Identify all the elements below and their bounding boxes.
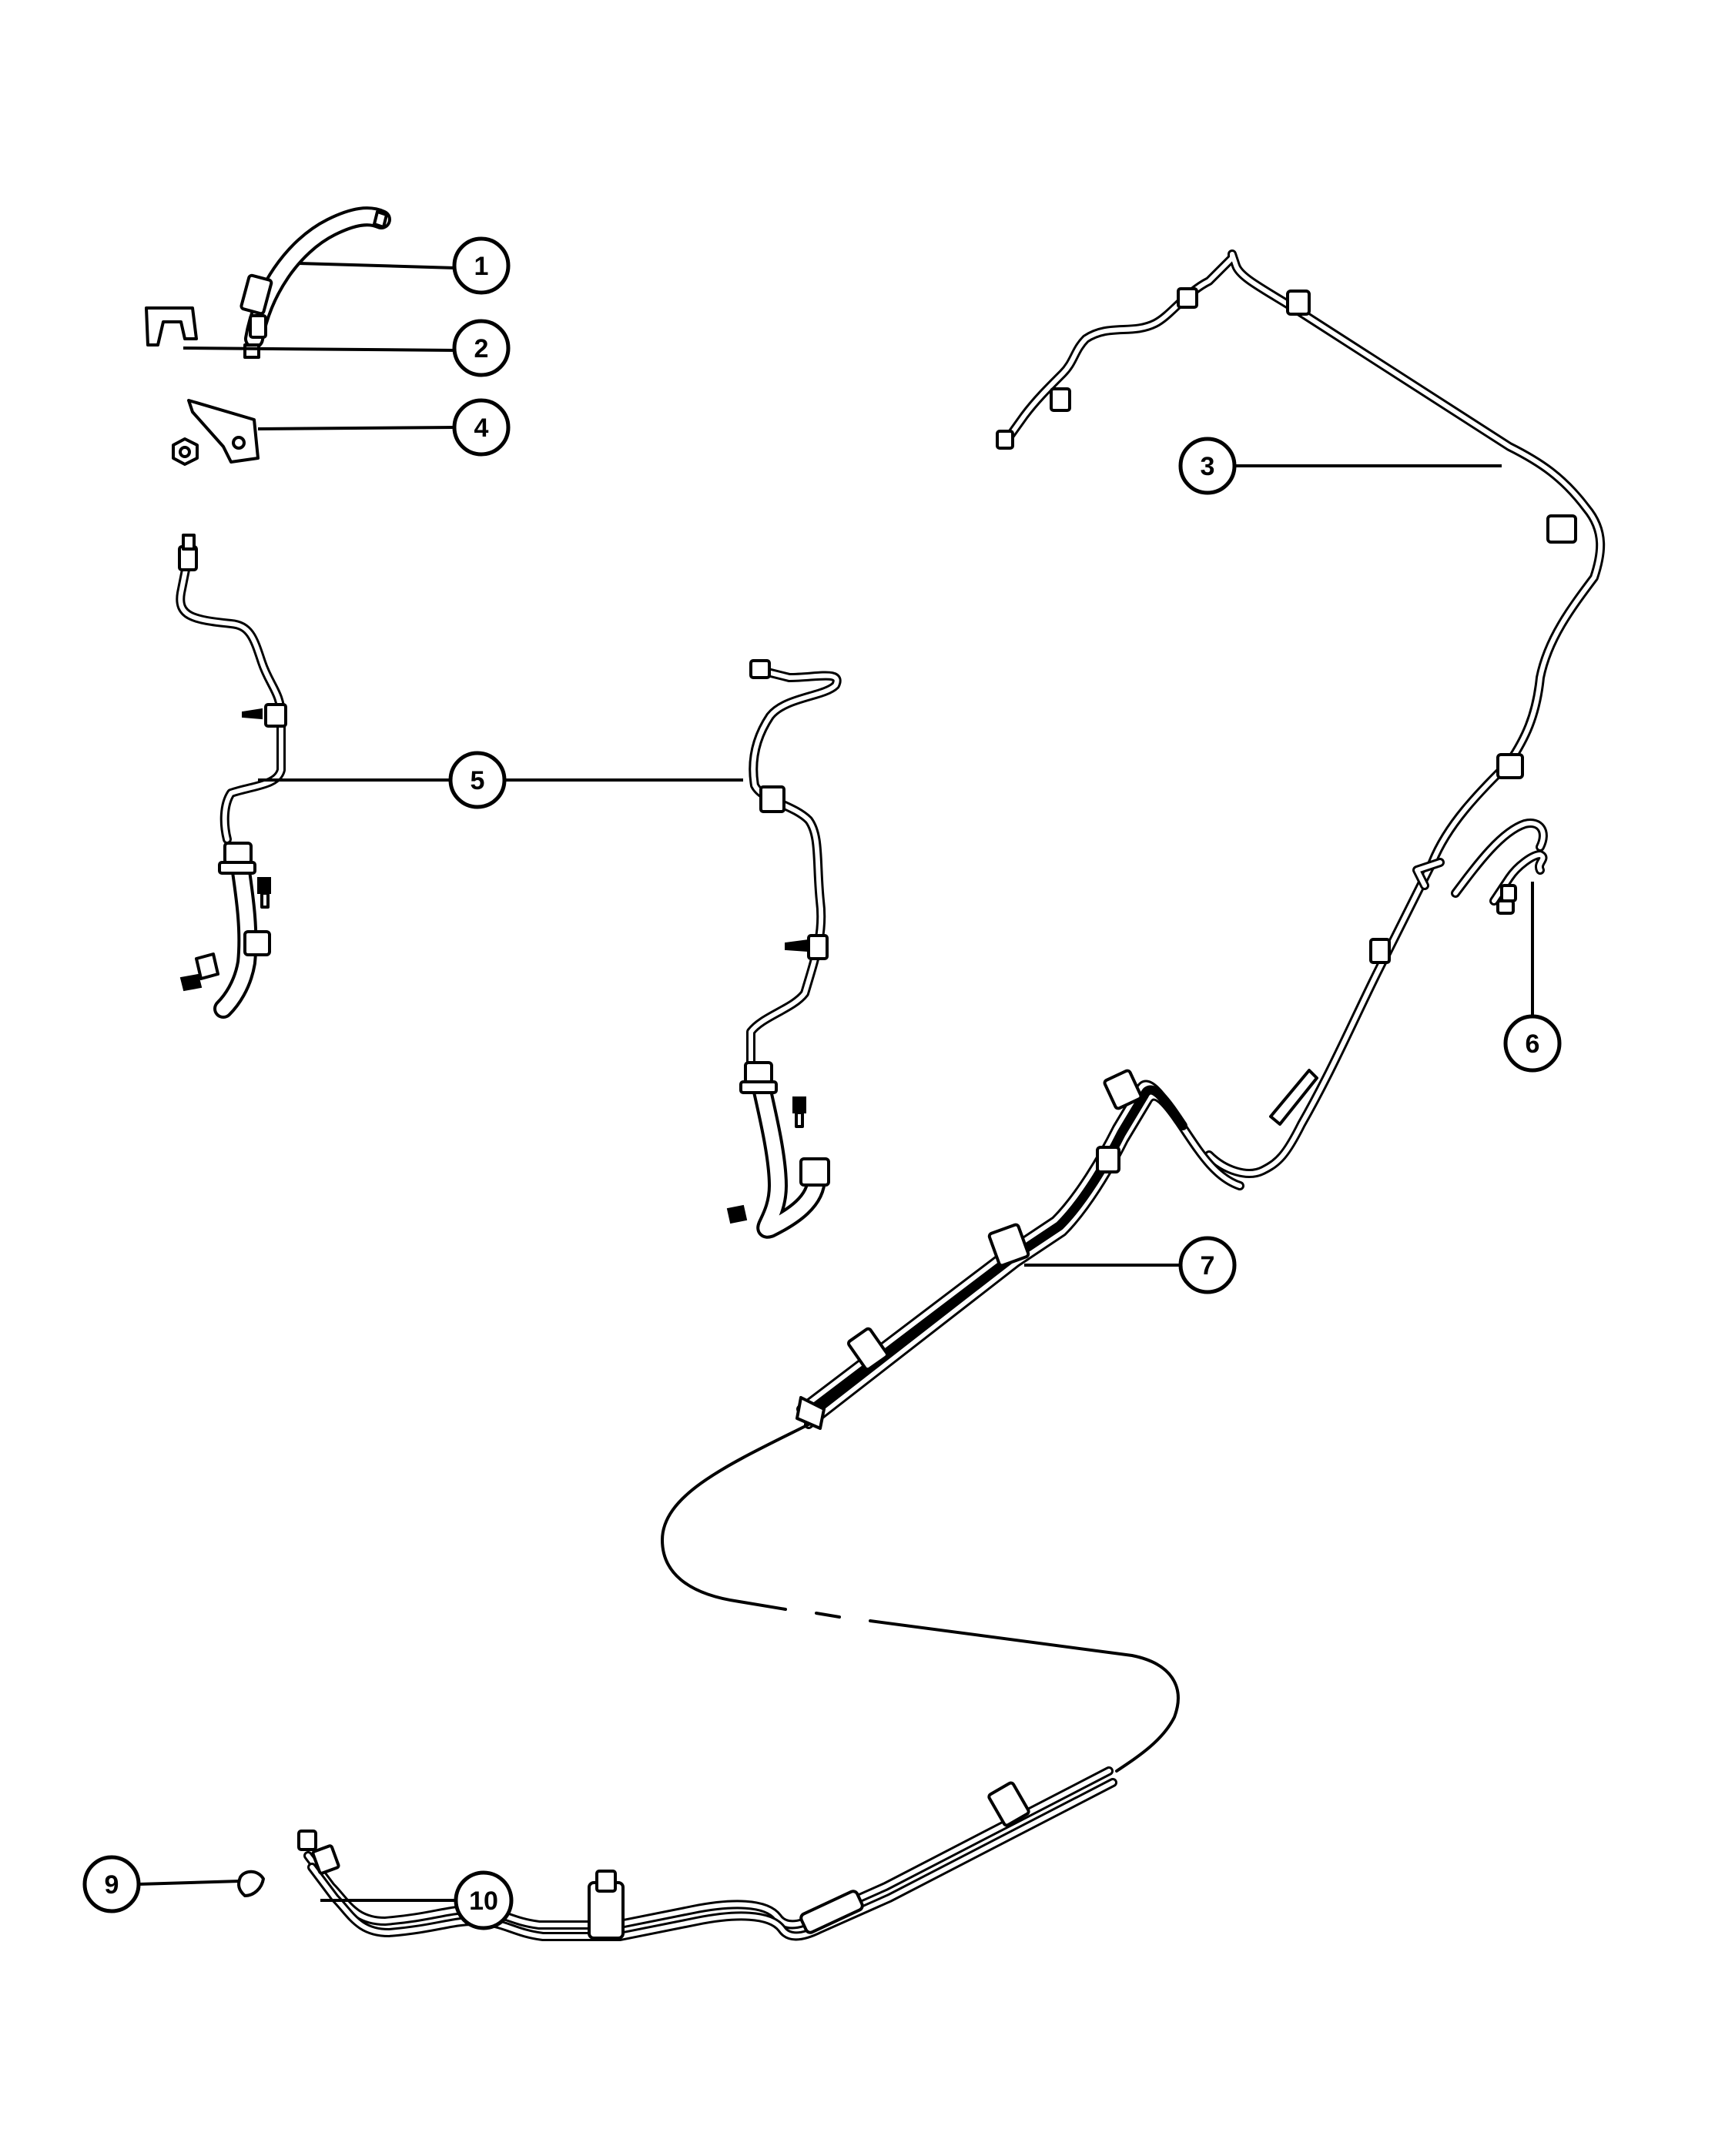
part-7-brake-line-bundle [796,1069,1244,1430]
svg-text:3: 3 [1201,452,1215,481]
callout-4: 4 [452,398,511,457]
part-3-brake-line [996,249,1606,1178]
callout-10: 10 [454,1870,514,1930]
svg-text:1: 1 [474,252,489,281]
callout-1: 1 [452,236,511,295]
part-1-brake-hose [239,206,391,349]
part-9-grommet [237,1870,265,1897]
svg-text:7: 7 [1201,1251,1215,1281]
part-5-left-line [176,534,287,1019]
svg-text:6: 6 [1526,1029,1540,1059]
part-5-right-line [726,659,842,1239]
svg-text:2: 2 [474,334,489,363]
callout-2: 2 [452,319,511,377]
callout-7: 7 [1178,1236,1237,1294]
svg-text:4: 4 [474,413,489,443]
svg-text:5: 5 [471,766,485,795]
part-4-bracket-nut [172,399,260,466]
leader-lines [138,262,1534,1902]
callout-9: 9 [82,1855,141,1913]
svg-text:9: 9 [105,1870,119,1900]
part-6-brake-line [1451,819,1548,915]
part-10-brake-line [297,1766,1117,1941]
svg-text:10: 10 [469,1886,498,1916]
callout-3: 3 [1178,437,1237,495]
callout-6: 6 [1503,1014,1562,1073]
callout-5: 5 [448,751,507,809]
part-7-line-continuation [661,1423,1180,1773]
